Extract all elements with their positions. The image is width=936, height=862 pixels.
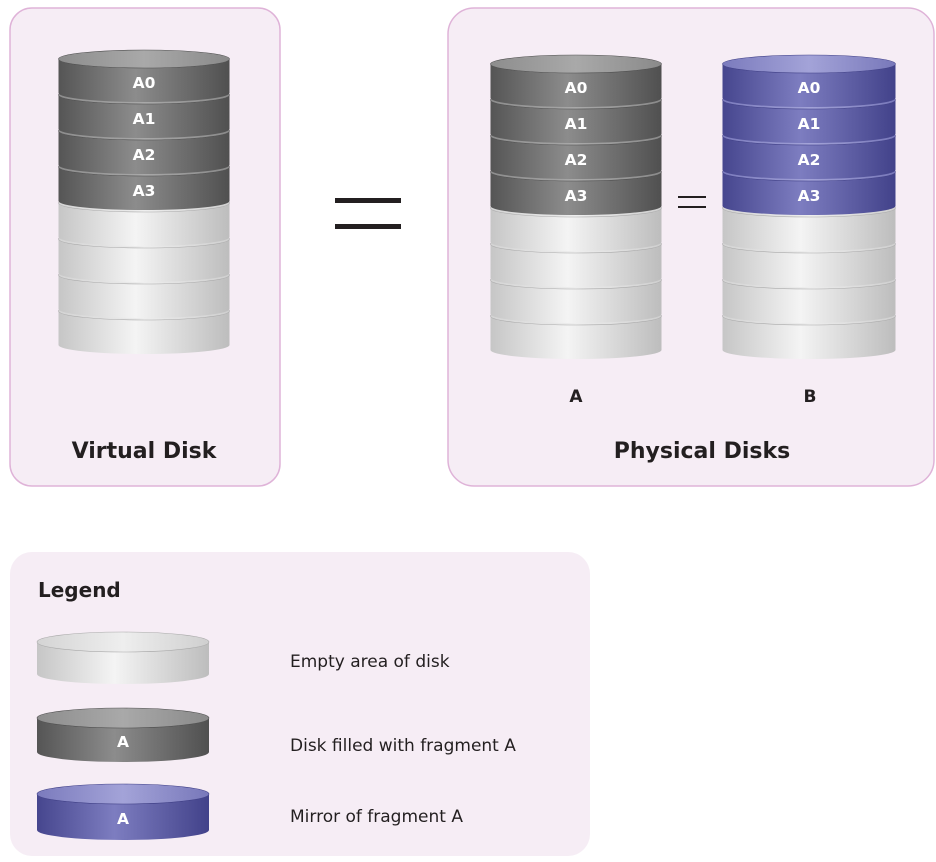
physical-disk-b-stack: A3 A2 A1 A0 xyxy=(722,54,896,359)
a-platter-2-label: A2 xyxy=(565,151,588,169)
virtual-platter-3-side xyxy=(58,167,230,210)
b-platter-3-side xyxy=(722,172,896,215)
physical-disks-title: Physical Disks xyxy=(614,439,790,464)
b-platter-0-side xyxy=(722,64,896,107)
legend-mirror-platter: A xyxy=(36,783,210,840)
legend-empty-platter-side xyxy=(37,642,209,684)
a-platter-5-side xyxy=(490,244,662,287)
legend-mirror-platter-label: A xyxy=(117,810,129,828)
b-platter-3-label: A3 xyxy=(798,187,821,205)
virtual-platter-5-side xyxy=(58,239,230,282)
disk-a-label: A xyxy=(569,387,583,407)
b-platter-2-label: A2 xyxy=(798,151,821,169)
legend-panel xyxy=(10,552,590,856)
legend-filled-disk-swatch: A xyxy=(36,707,210,762)
virtual-platter-1-label: A1 xyxy=(133,110,156,128)
b-platter-6-side xyxy=(722,280,896,323)
b-platter-1-side xyxy=(722,100,896,143)
a-platter-0-top xyxy=(490,54,662,74)
a-platter-4-side xyxy=(490,208,662,251)
b-platter-4-side xyxy=(722,208,896,251)
b-platter-0: A0 xyxy=(722,54,896,107)
legend-mirror-platter-top xyxy=(36,783,210,805)
disk-b-label: B xyxy=(804,387,817,407)
virtual-platter-1-side xyxy=(58,95,230,138)
physical-disk-a-stack: A3 A2 A1 A0 xyxy=(490,54,662,359)
b-platter-2-side xyxy=(722,136,896,179)
a-platter-7-side xyxy=(490,316,662,359)
legend-mirror-platter-side xyxy=(37,794,209,840)
legend-empty-platter xyxy=(36,631,210,684)
legend-mirror-text: Mirror of fragment A xyxy=(290,807,463,827)
virtual-platter-0-top xyxy=(58,49,230,69)
a-platter-6-side xyxy=(490,280,662,323)
virtual-platter-4-side xyxy=(58,203,230,246)
virtual-platter-6-side xyxy=(58,275,230,318)
virtual-disk-title: Virtual Disk xyxy=(72,439,218,464)
virtual-platter-3-label: A3 xyxy=(133,182,156,200)
a-platter-1-label: A1 xyxy=(565,115,588,133)
virtual-platter-7-side xyxy=(58,311,230,354)
legend-title: Legend xyxy=(38,578,121,602)
virtual-platter-0-label: A0 xyxy=(133,74,156,92)
virtual-platter-0-side xyxy=(58,59,230,102)
legend-filled-platter-top xyxy=(36,707,210,729)
legend-empty-platter-top xyxy=(36,631,210,653)
equals-sign-small xyxy=(678,196,706,208)
virtual-platter-2-label: A2 xyxy=(133,146,156,164)
a-platter-2-side xyxy=(490,136,662,179)
b-platter-7-side xyxy=(722,316,896,359)
legend-mirror-disk-swatch: A xyxy=(36,783,210,840)
virtual-platter-2-side xyxy=(58,131,230,174)
a-platter-3-label: A3 xyxy=(565,187,588,205)
legend-empty-disk-swatch xyxy=(36,631,210,684)
legend-filled-platter: A xyxy=(36,707,210,762)
a-platter-0: A0 xyxy=(490,54,662,107)
legend-empty-text: Empty area of disk xyxy=(290,652,450,672)
b-platter-0-top xyxy=(722,54,896,74)
a-platter-3-side xyxy=(490,172,662,215)
b-platter-1-label: A1 xyxy=(798,115,821,133)
legend-filled-platter-label: A xyxy=(117,733,129,751)
b-platter-5-side xyxy=(722,244,896,287)
equals-sign-large xyxy=(335,198,401,229)
legend-filled-platter-side xyxy=(37,718,209,762)
virtual-platter-0: A0 xyxy=(58,49,230,102)
b-platter-0-label: A0 xyxy=(798,79,821,97)
a-platter-0-side xyxy=(490,64,662,107)
a-platter-0-label: A0 xyxy=(565,79,588,97)
legend-filled-text: Disk filled with fragment A xyxy=(290,736,516,756)
virtual-disk-stack: A3 A2 A1 A0 xyxy=(58,49,230,354)
a-platter-1-side xyxy=(490,100,662,143)
